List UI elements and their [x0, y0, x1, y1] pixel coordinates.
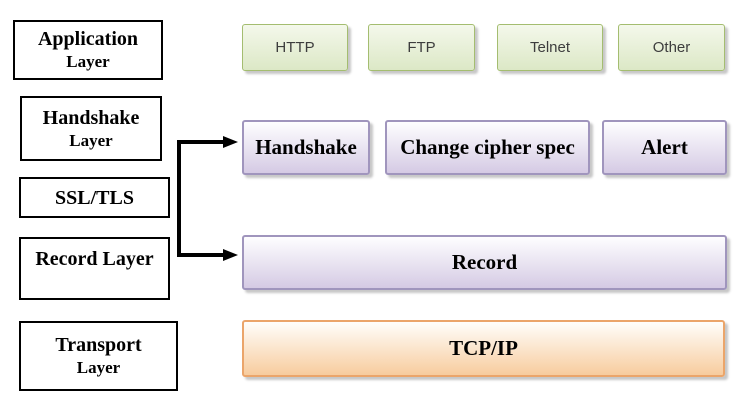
layer-label: Handshake	[42, 106, 140, 129]
connector-line-to-handshake	[177, 140, 224, 144]
layer-box-ssl-tls: SSL/TLS	[19, 177, 170, 218]
record-box: Record	[242, 235, 727, 290]
layer-label: Application	[37, 28, 139, 51]
sublayer-box-handshake: Handshake	[242, 120, 370, 175]
protocol-label: Other	[652, 39, 691, 56]
protocol-label: Telnet	[529, 39, 571, 56]
arrowhead-to-record-icon	[223, 249, 238, 261]
connector-line-to-record	[177, 253, 224, 257]
layer-box-application: Application Layer	[13, 20, 163, 80]
sublayer-box-change-cipher-spec: Change cipher spec	[385, 120, 590, 175]
layer-label-line2: Layer	[69, 130, 113, 150]
layer-box-record: Record Layer	[19, 237, 170, 300]
sublayer-label: Change cipher spec	[400, 135, 575, 159]
connector-vertical-line	[177, 140, 181, 257]
layer-label: Transport	[55, 334, 142, 357]
tcp-ip-label: TCP/IP	[449, 336, 518, 360]
protocol-label: HTTP	[275, 39, 315, 56]
tcp-ip-box: TCP/IP	[242, 320, 725, 377]
protocol-box-telnet: Telnet	[497, 24, 603, 71]
layer-box-transport: Transport Layer	[19, 321, 178, 391]
layer-label-line2: Layer	[66, 52, 110, 72]
protocol-label: FTP	[407, 39, 436, 56]
layer-box-handshake: Handshake Layer	[20, 96, 162, 161]
sublayer-label: Alert	[641, 135, 688, 159]
protocol-box-other: Other	[618, 24, 725, 71]
record-label: Record	[451, 250, 518, 274]
arrowhead-to-handshake-icon	[223, 136, 238, 148]
layer-label: Record Layer	[35, 248, 154, 270]
sublayer-label: Handshake	[255, 135, 357, 159]
layer-label-line2: Layer	[76, 358, 121, 378]
protocol-box-http: HTTP	[242, 24, 348, 71]
protocol-box-ftp: FTP	[368, 24, 475, 71]
layer-label: SSL/TLS	[55, 186, 134, 209]
sublayer-box-alert: Alert	[602, 120, 727, 175]
